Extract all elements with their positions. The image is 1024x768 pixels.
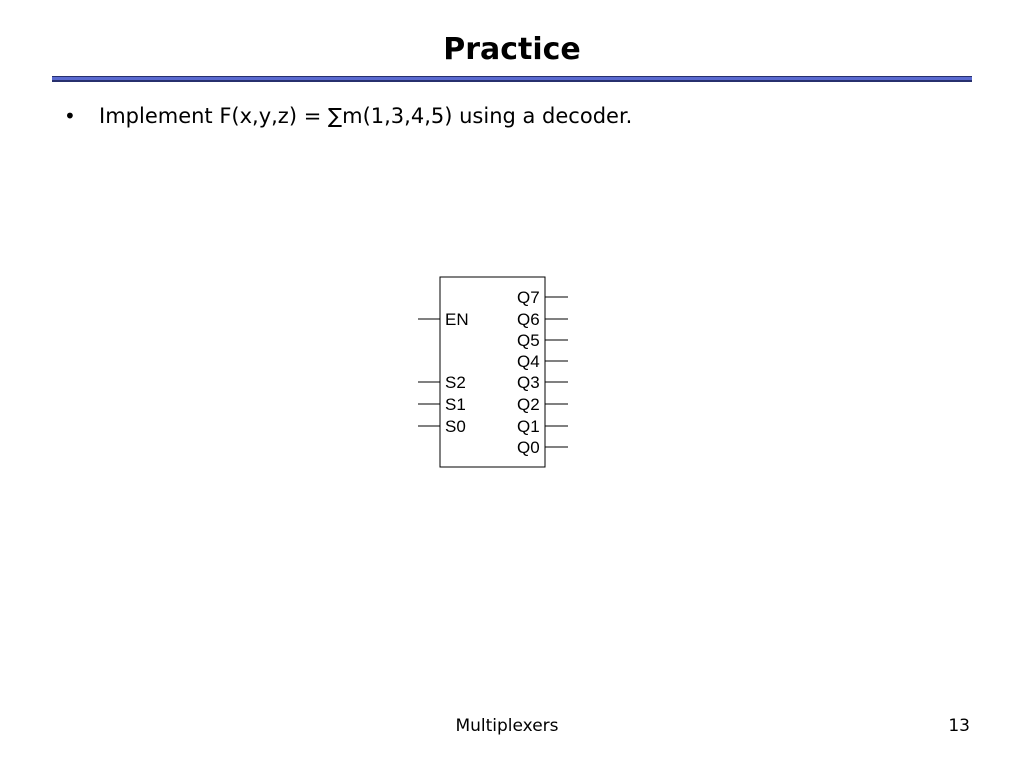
bullet-item: • Implement F(x,y,z) = ∑m(1,3,4,5) using… — [64, 102, 964, 132]
decoder-diagram: EN S2 S1 S0 Q7 Q6 Q5 Q4 Q3 Q2 Q1 Q0 — [410, 270, 580, 475]
q0-label: Q0 — [517, 438, 540, 457]
title-underline — [52, 76, 972, 82]
q7-label: Q7 — [517, 288, 540, 307]
q5-label: Q5 — [517, 331, 540, 350]
en-label: EN — [445, 310, 469, 329]
s1-label: S1 — [445, 395, 466, 414]
s2-label: S2 — [445, 373, 466, 392]
q6-label: Q6 — [517, 310, 540, 329]
q2-label: Q2 — [517, 395, 540, 414]
bullet-icon: • — [64, 104, 76, 128]
q1-label: Q1 — [517, 417, 540, 436]
slide-title: Practice — [443, 32, 581, 67]
q4-label: Q4 — [517, 352, 540, 371]
page-number: 13 — [948, 716, 970, 736]
decoder-svg: EN S2 S1 S0 Q7 Q6 Q5 Q4 Q3 Q2 Q1 Q0 — [418, 276, 568, 468]
s0-label: S0 — [445, 417, 466, 436]
bullet-text: Implement F(x,y,z) = ∑m(1,3,4,5) using a… — [99, 104, 633, 128]
q3-label: Q3 — [517, 373, 540, 392]
footer-title: Multiplexers — [455, 716, 559, 736]
decoder-block — [439, 276, 546, 468]
